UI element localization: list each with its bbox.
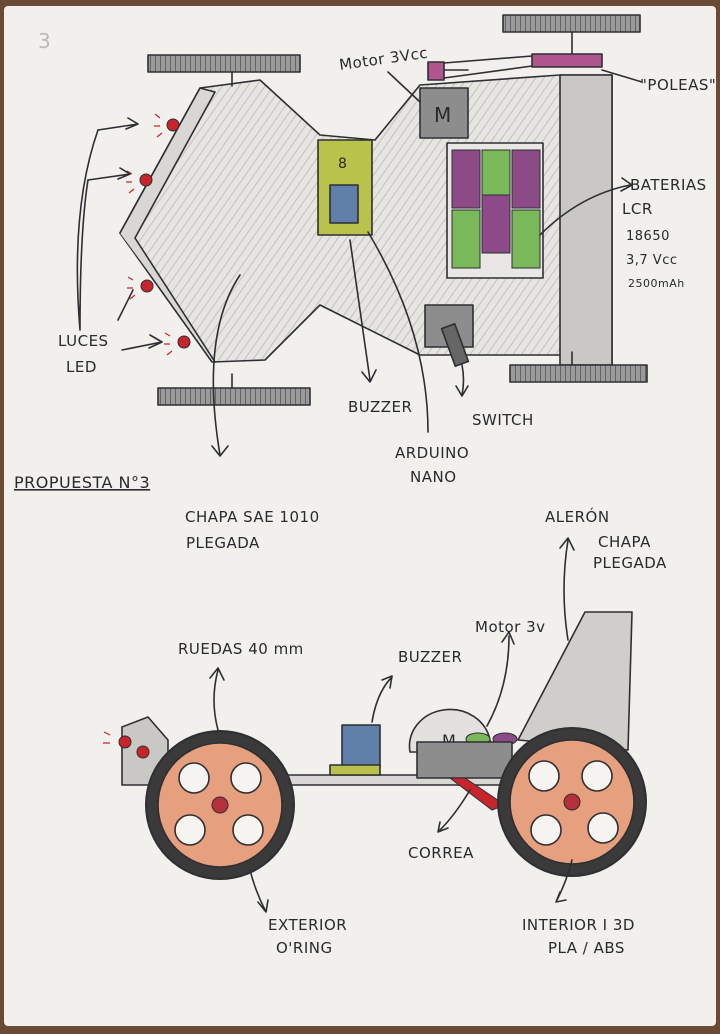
front-right-wheel xyxy=(157,387,311,406)
label-baterias-4: 3,7 Vcc xyxy=(626,253,678,268)
side-led-1 xyxy=(118,735,132,749)
rear-left-wheel xyxy=(502,14,641,33)
side-view: M xyxy=(103,537,647,913)
pulley-small xyxy=(427,61,445,81)
label-chapa-1: CHAPA SAE 1010 xyxy=(185,508,320,526)
rear-wheel-side xyxy=(497,727,647,877)
front-wheel-side xyxy=(145,730,295,880)
label-correa: CORREA xyxy=(408,844,474,862)
label-aleron-3: PLEGADA xyxy=(593,554,667,572)
motor-symbol-top: M xyxy=(434,103,451,127)
label-baterias-5: 2500mAh xyxy=(628,277,685,290)
rear-axle-rail xyxy=(559,74,613,366)
top-view: M 8 xyxy=(76,14,648,457)
label-switch: SWITCH xyxy=(472,411,534,429)
buzzer-top xyxy=(329,184,359,224)
side-led-2 xyxy=(136,745,150,759)
label-exterior-2: O'RING xyxy=(276,939,333,957)
label-chapa-2: PLEGADA xyxy=(186,534,260,552)
label-buzzer-side: BUZZER xyxy=(398,648,462,666)
electronics-box xyxy=(416,741,513,779)
buzzer-side xyxy=(341,724,381,768)
battery-pack xyxy=(446,142,544,279)
label-baterias-2: LCR xyxy=(622,200,653,218)
label-luces-2: LED xyxy=(66,358,97,376)
led-lights xyxy=(126,113,191,356)
label-aleron-2: CHAPA xyxy=(598,533,651,551)
svg-text:8: 8 xyxy=(338,156,347,172)
label-buzzer-top: BUZZER xyxy=(348,398,412,416)
label-aleron-1: ALERÓN xyxy=(545,507,610,526)
label-ruedas: RUEDAS 40 mm xyxy=(178,640,304,658)
label-baterias-1: BATERIAS xyxy=(630,176,707,194)
arduino-side xyxy=(329,764,381,776)
label-exterior-1: EXTERIOR xyxy=(268,916,347,934)
title: PROPUESTA N°3 xyxy=(14,473,150,492)
page-number: 3 xyxy=(38,29,51,53)
label-motor-side: Motor 3v xyxy=(475,618,546,636)
label-luces-1: LUCES xyxy=(58,332,109,350)
pulley-large xyxy=(531,53,603,68)
label-arduino-1: ARDUINO xyxy=(395,444,469,462)
rear-right-wheel xyxy=(509,364,648,383)
label-interior-2: PLA / ABS xyxy=(548,939,625,957)
label-baterias-3: 18650 xyxy=(626,229,670,244)
front-left-wheel xyxy=(147,54,301,73)
label-poleas: "POLEAS" xyxy=(640,76,716,94)
motor-top xyxy=(419,87,469,139)
label-arduino-2: NANO xyxy=(410,468,457,486)
label-interior-1: INTERIOR I 3D xyxy=(522,916,635,934)
